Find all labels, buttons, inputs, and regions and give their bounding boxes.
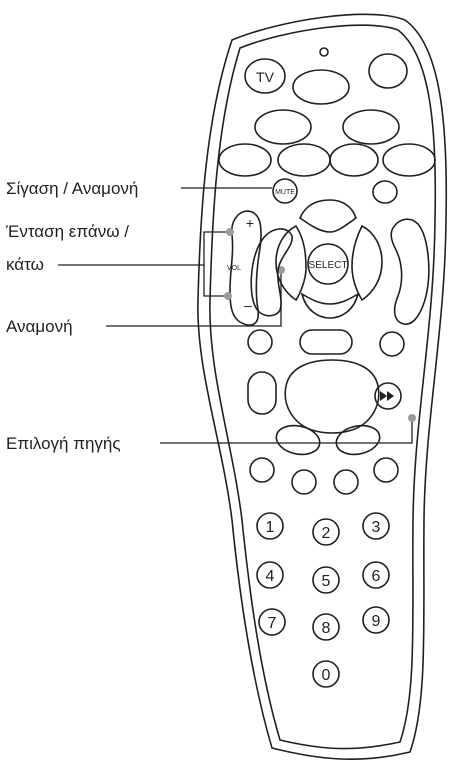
small-button-right[interactable] [372, 180, 398, 204]
right-side-rocker[interactable] [390, 218, 430, 325]
key-8[interactable]: 8 [312, 613, 340, 641]
key-8-label: 8 [322, 620, 331, 637]
key-2[interactable]: 2 [312, 518, 340, 546]
select-button[interactable]: SELECT [307, 243, 349, 285]
d-pad-up[interactable] [299, 199, 357, 233]
key-3[interactable]: 3 [362, 512, 390, 540]
side-button-left[interactable] [247, 371, 277, 415]
callout-volume-line2: κάτω [6, 255, 44, 274]
leader-line-volume-lower [203, 265, 224, 297]
key-0-label: 0 [322, 667, 331, 684]
oval-button-lower-right[interactable] [334, 422, 383, 459]
color-key-2[interactable] [291, 469, 317, 495]
volume-down-dot [224, 292, 232, 300]
key-2-label: 2 [322, 525, 331, 542]
volume-up-dot [226, 228, 234, 236]
volume-label: VOL [227, 265, 241, 272]
key-5[interactable]: 5 [312, 566, 340, 594]
volume-up-label: + [246, 215, 254, 231]
key-7[interactable]: 7 [258, 608, 286, 636]
key-9-label: 9 [372, 613, 381, 630]
tv-button-label: TV [256, 69, 275, 85]
key-6[interactable]: 6 [362, 561, 390, 589]
round-button-right[interactable] [379, 331, 405, 357]
key-4-label: 4 [266, 568, 275, 585]
callout-source-select: Επιλογή πηγής [6, 434, 121, 453]
leader-line-standby [106, 274, 282, 327]
oval-button-mid-left[interactable] [277, 143, 331, 177]
key-1[interactable]: 1 [256, 512, 284, 540]
oval-button-left[interactable] [254, 109, 312, 145]
color-key-3[interactable] [333, 469, 359, 495]
remote-body-outline [197, 13, 448, 761]
mute-button[interactable]: MUTE [272, 178, 298, 204]
d-pad-right[interactable] [351, 224, 383, 302]
key-5-label: 5 [322, 573, 331, 590]
d-pad-left[interactable] [275, 224, 307, 302]
oval-button-far-left[interactable] [218, 143, 272, 177]
d-pad[interactable] [275, 199, 383, 319]
key-4[interactable]: 4 [256, 561, 284, 589]
volume-down-label: – [244, 297, 252, 313]
d-pad-down[interactable] [300, 292, 360, 319]
left-side-rocker[interactable] [250, 228, 293, 317]
oval-button-lower-left[interactable] [274, 422, 323, 459]
callout-volume: Ένταση επάνω / κάτω [6, 220, 129, 276]
callout-volume-line1: Ένταση επάνω / [6, 222, 129, 241]
source-select-dot [408, 414, 416, 422]
oval-button-right[interactable] [342, 109, 400, 145]
tv-button[interactable]: TV [244, 58, 286, 94]
large-center-button[interactable] [284, 359, 380, 434]
top-button-right[interactable] [368, 53, 408, 89]
oval-button-mid-right[interactable] [329, 143, 379, 177]
led-indicator [319, 47, 329, 57]
key-3-label: 3 [372, 519, 381, 536]
callout-mute-standby: Σίγαση / Αναμονή [6, 179, 139, 198]
pill-button-center[interactable] [299, 329, 353, 355]
leader-line-volume [58, 231, 226, 266]
key-1-label: 1 [266, 519, 275, 536]
callout-standby: Αναμονή [6, 317, 73, 336]
leader-line-source [160, 422, 413, 444]
remote-body-inner-outline [209, 24, 437, 750]
fast-forward-button[interactable] [374, 382, 402, 410]
color-key-4[interactable] [373, 457, 399, 483]
key-6-label: 6 [372, 568, 381, 585]
fast-forward-icon [380, 391, 394, 401]
mute-button-label: MUTE [275, 189, 295, 196]
color-key-1[interactable] [249, 457, 275, 483]
top-button-center[interactable] [292, 69, 350, 105]
key-7-label: 7 [268, 615, 277, 632]
key-0[interactable]: 0 [312, 660, 340, 688]
round-button-left[interactable] [247, 329, 273, 355]
key-9[interactable]: 9 [362, 606, 390, 634]
select-button-label: SELECT [309, 260, 348, 271]
oval-button-far-right[interactable] [382, 143, 436, 177]
